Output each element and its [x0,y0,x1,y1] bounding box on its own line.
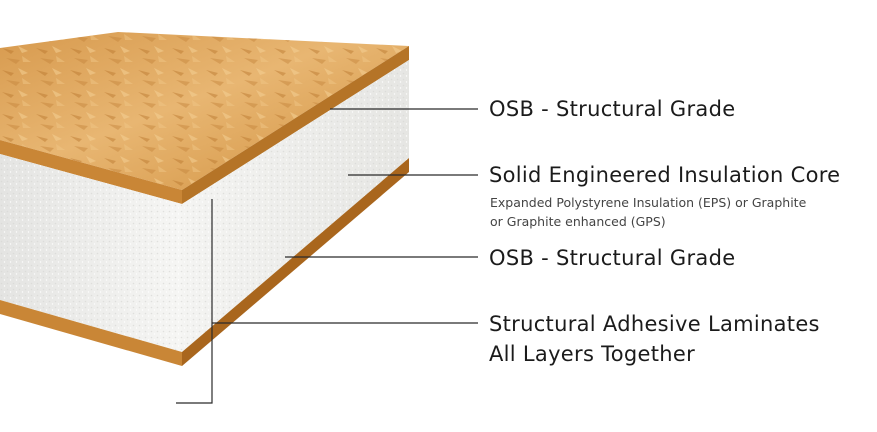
callout-core-sub-line1: Expanded Polystyrene Insulation (EPS) or… [490,195,807,210]
osb-bottom-front-edge [0,300,182,366]
callout-osb-bottom-title: OSB - Structural Grade [489,246,736,270]
osb-top-face [0,32,409,190]
osb-top-side-edge [182,46,409,204]
foam-core-side [182,60,409,352]
callout-adhesive-title-line1: Structural Adhesive Laminates [489,312,820,336]
osb-top-front-edge [0,140,182,204]
osb-bottom-side-edge [182,158,409,366]
foam-core-front [0,154,182,352]
callout-adhesive-title-line2: All Layers Together [489,342,696,366]
callout-core-sub-line2: or Graphite enhanced (GPS) [490,214,666,229]
leader-lines [176,108,478,404]
callout-osb-top-title: OSB - Structural Grade [489,97,736,121]
leader-line-adhesive [176,199,213,404]
callout-core-title: Solid Engineered Insulation Core [489,163,841,187]
